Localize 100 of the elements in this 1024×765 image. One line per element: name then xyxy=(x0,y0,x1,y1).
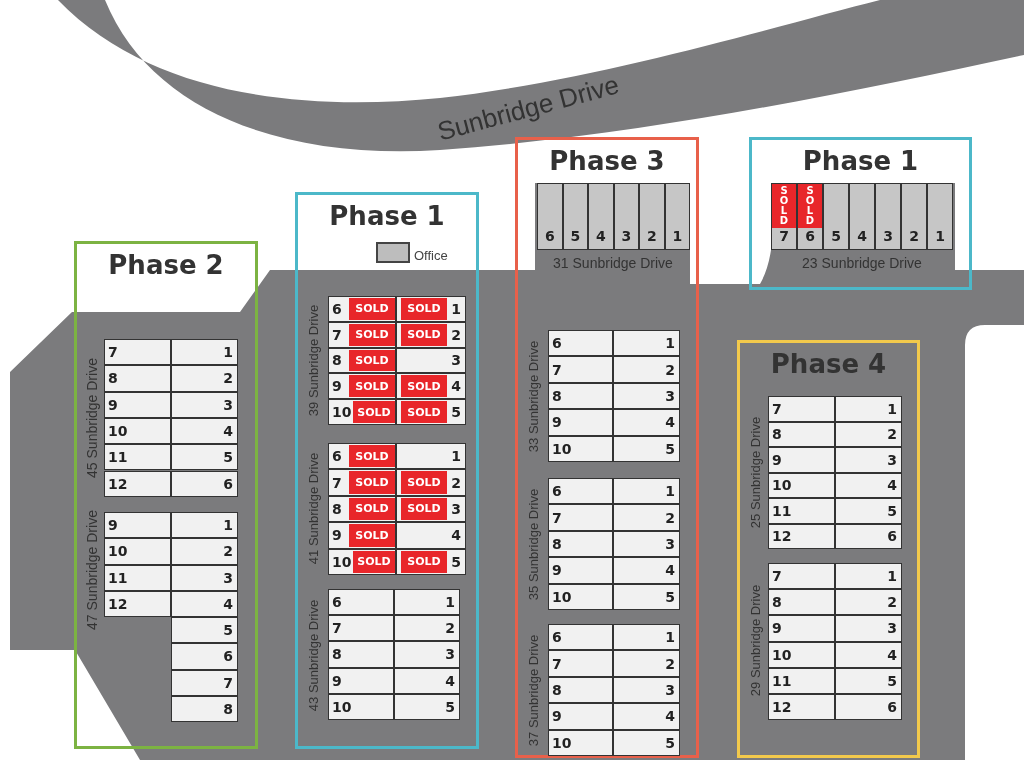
unit-plot xyxy=(768,694,835,721)
sold-tag: SOLD xyxy=(772,184,796,228)
building-address: 43 Sunbridge Drive xyxy=(306,599,322,711)
unit-plot xyxy=(901,183,927,250)
unit-plot xyxy=(328,522,396,549)
phase-outline xyxy=(74,241,258,749)
sold-tag: SOLD xyxy=(401,298,447,320)
unit-number: 5 xyxy=(887,503,897,518)
unit-plot xyxy=(613,624,680,651)
unit-plot xyxy=(394,641,460,668)
unit-number: 11 xyxy=(108,450,128,465)
unit-number: 10 xyxy=(552,589,572,604)
unit-number: 1 xyxy=(665,630,675,645)
unit-plot xyxy=(328,548,396,575)
unit-number: 3 xyxy=(445,647,455,662)
unit-number: 10 xyxy=(552,735,572,750)
unit-number: 3 xyxy=(451,353,461,368)
unit-number: 5 xyxy=(223,450,233,465)
building-address: 33 Sunbridge Drive xyxy=(526,340,542,452)
unit-number: 6 xyxy=(552,336,562,351)
unit-number: 1 xyxy=(887,401,897,416)
unit-plot xyxy=(613,382,680,410)
unit-plot xyxy=(171,417,238,445)
sold-tag: SOLD xyxy=(349,497,395,521)
unit-plot xyxy=(171,590,238,617)
unit-number: 5 xyxy=(665,589,675,604)
unit-number: 4 xyxy=(665,415,675,430)
unit-plot xyxy=(613,530,680,558)
sold-tag: SOLD xyxy=(349,323,395,346)
unit-plot xyxy=(104,590,171,617)
unit-number: 3 xyxy=(882,229,894,243)
unit-plot xyxy=(104,564,171,591)
unit-plot xyxy=(328,321,396,348)
unit-number: 7 xyxy=(223,675,233,690)
unit-number: 7 xyxy=(332,475,342,490)
office-label: Office xyxy=(414,248,448,263)
unit-plot xyxy=(171,669,238,696)
sold-tag: SOLD xyxy=(401,375,447,398)
sold-tag: SOLD xyxy=(353,401,395,423)
phase-title: Phase 3 xyxy=(548,146,666,176)
unit-plot xyxy=(548,435,613,462)
unit-number: 10 xyxy=(772,478,792,493)
unit-plot xyxy=(537,183,563,250)
unit-plot xyxy=(613,703,680,730)
unit-number: 7 xyxy=(332,327,342,342)
building-address: 39 Sunbridge Drive xyxy=(306,304,322,416)
unit-plot xyxy=(328,641,394,668)
unit-number: 6 xyxy=(887,529,897,544)
unit-plot xyxy=(328,399,396,425)
unit-number: 2 xyxy=(665,656,675,671)
unit-plot xyxy=(613,356,680,383)
unit-number: 4 xyxy=(887,647,897,662)
unit-number: 9 xyxy=(332,379,342,394)
unit-plot xyxy=(613,557,680,584)
building-address: 45 Sunbridge Drive xyxy=(84,358,100,478)
unit-plot xyxy=(835,396,902,422)
unit-number: 11 xyxy=(772,503,792,518)
phase-title: Phase 1 xyxy=(801,146,920,176)
unit-plot xyxy=(835,523,902,549)
sold-tag: SOLD xyxy=(349,445,395,468)
unit-plot xyxy=(548,530,613,558)
unit-number: 1 xyxy=(223,518,233,533)
unit-plot xyxy=(171,444,238,471)
unit-number: 1 xyxy=(887,569,897,584)
unit-number: 5 xyxy=(445,699,455,714)
unit-number: 8 xyxy=(772,427,782,442)
unit-number: 8 xyxy=(552,537,562,551)
unit-number: 3 xyxy=(665,389,675,403)
unit-plot xyxy=(927,183,953,250)
unit-number: 3 xyxy=(223,570,233,585)
unit-plot xyxy=(548,330,613,357)
unit-plot xyxy=(328,469,396,496)
unit-number: 2 xyxy=(645,229,658,243)
unit-number: 6 xyxy=(552,630,562,645)
unit-plot xyxy=(771,183,797,250)
unit-number: 6 xyxy=(332,449,342,464)
unit-plot xyxy=(835,641,902,668)
unit-number: 10 xyxy=(108,544,128,559)
building-address: 35 Sunbridge Drive xyxy=(526,488,542,600)
unit-number: 9 xyxy=(772,621,782,636)
unit-number: 4 xyxy=(856,229,868,243)
unit-number: 10 xyxy=(332,405,352,420)
unit-number: 3 xyxy=(223,397,233,412)
unit-plot xyxy=(768,472,835,498)
unit-number: 2 xyxy=(451,327,461,342)
unit-number: 3 xyxy=(665,683,675,697)
unit-plot xyxy=(394,615,460,642)
unit-number: 5 xyxy=(830,229,842,243)
unit-number: 7 xyxy=(552,362,562,377)
unit-plot xyxy=(328,443,396,470)
unit-plot xyxy=(875,183,901,250)
phase-outline xyxy=(749,137,972,290)
unit-number: 4 xyxy=(665,709,675,724)
unit-plot xyxy=(171,617,238,644)
unit-plot xyxy=(104,417,171,445)
unit-plot xyxy=(396,347,466,374)
unit-plot xyxy=(613,583,680,610)
unit-number: 1 xyxy=(451,301,461,316)
unit-plot xyxy=(768,563,835,590)
unit-plot xyxy=(171,643,238,670)
